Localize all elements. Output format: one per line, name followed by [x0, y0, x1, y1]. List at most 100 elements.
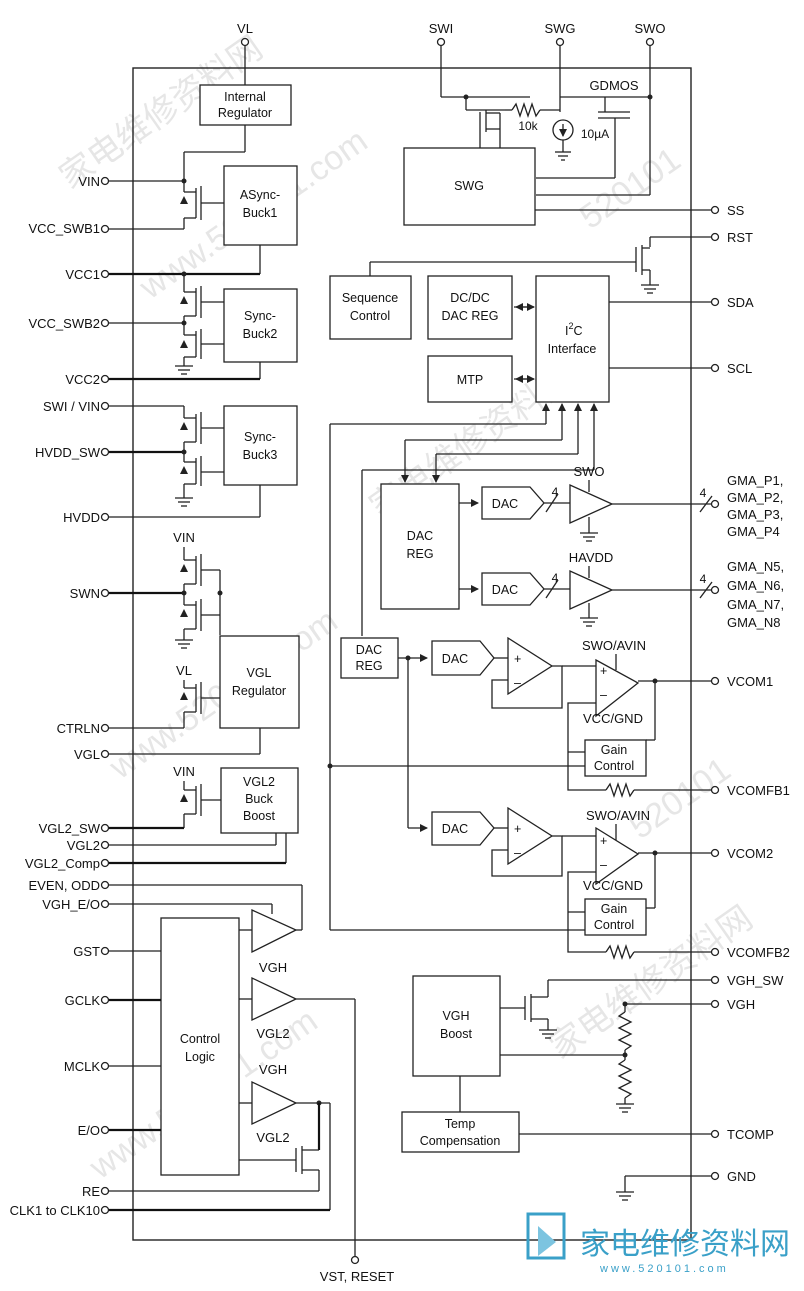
pin-label-hvdd-sw: HVDD_SW	[35, 445, 101, 460]
svg-text:+: +	[514, 822, 521, 836]
pin-label-vcomfb1: VCOMFB1	[727, 783, 790, 798]
pin-label-eo: E/O	[78, 1123, 100, 1138]
svg-text:–: –	[600, 688, 607, 702]
pin-label-gma-p3: GMA_P3,	[727, 507, 783, 522]
pin-label-gst: GST	[73, 944, 100, 959]
swn-section: VIN SWN	[70, 530, 223, 649]
pin-label-gma-n5: GMA_N5,	[727, 559, 784, 574]
svg-text:DAC: DAC	[492, 497, 518, 511]
vgl2-section: VIN VGL2 Buck Boost VGL2_SW VGL2 VGL2_Co…	[25, 764, 299, 871]
svg-text:VGH: VGH	[259, 1062, 287, 1077]
pin-label-gma-n6: GMA_N6,	[727, 578, 784, 593]
pin-label-vcomfb2: VCOMFB2	[727, 945, 790, 960]
pin-swi-vin	[100, 401, 110, 411]
pin-label-hvdd: HVDD	[63, 510, 100, 525]
svg-text:HAVDD: HAVDD	[569, 550, 614, 565]
svg-text:VCC/GND: VCC/GND	[583, 878, 643, 893]
pin-label-ctrln: CTRLN	[57, 721, 100, 736]
svg-text:Boost: Boost	[440, 1027, 472, 1041]
pin-hvdd	[100, 512, 110, 522]
svg-text:–: –	[514, 846, 521, 860]
svg-text:VIN: VIN	[173, 530, 195, 545]
pin-tcomp	[710, 1129, 720, 1139]
pin-label-vcc-swb2: VCC_SWB2	[28, 316, 100, 331]
svg-text:4: 4	[700, 572, 707, 586]
pin-scl	[710, 363, 720, 373]
svg-text:VGL2: VGL2	[256, 1130, 289, 1145]
pin-swi	[436, 37, 446, 47]
pin-eo	[100, 1125, 110, 1135]
current-10ua-label: 10µA	[581, 127, 609, 141]
svg-text:MTP: MTP	[457, 373, 483, 387]
svg-text:–: –	[600, 858, 607, 872]
pin-label-swg: SWG	[544, 21, 575, 36]
pin-gma-n	[710, 585, 720, 595]
top-pins: VL SWI SWG SWO	[237, 21, 666, 196]
svg-text:SWO/AVIN: SWO/AVIN	[582, 638, 646, 653]
svg-text:REG: REG	[406, 547, 433, 561]
pin-vin	[100, 176, 110, 186]
pin-label-vl: VL	[237, 21, 253, 36]
svg-text:Temp: Temp	[445, 1117, 476, 1131]
svg-text:Regulator: Regulator	[218, 106, 272, 120]
svg-text:Buck2: Buck2	[243, 327, 278, 341]
pin-vcc-swb2	[100, 318, 110, 328]
pin-label-mclk: MCLK	[64, 1059, 100, 1074]
pin-label-scl: SCL	[727, 361, 752, 376]
svg-text:VGL: VGL	[246, 666, 271, 680]
pin-gclk	[100, 995, 110, 1005]
svg-text:VGH: VGH	[259, 960, 287, 975]
svg-text:SWG: SWG	[454, 179, 484, 193]
gamma-section: DAC REG DAC 4 SWO 4 GMA_P1, GMA_P2, GMA_…	[380, 464, 784, 630]
svg-text:4: 4	[552, 571, 559, 585]
svg-text:VIN: VIN	[173, 764, 195, 779]
right-pins-top: SS RST	[369, 203, 753, 294]
control-logic-section: EVEN, ODD VGH_E/O Control Logic GST VGH …	[10, 878, 356, 1256]
buck3-section: SWI / VIN HVDD_SW Sync- Buck3 HVDD	[35, 399, 298, 525]
pin-swg	[555, 37, 565, 47]
pin-label-gma-p1: GMA_P1,	[727, 473, 783, 488]
svg-text:+: +	[514, 652, 521, 666]
pin-vgl2-sw	[100, 823, 110, 833]
site-logo: 家电维修资料网 www.520101.com	[526, 1212, 790, 1275]
pin-label-vgh-sw: VGH_SW	[727, 973, 784, 988]
svg-text:SWO: SWO	[573, 464, 604, 479]
pin-label-swn: SWN	[70, 586, 100, 601]
svg-text:Boost: Boost	[243, 809, 275, 823]
pin-vgl	[100, 749, 110, 759]
pin-label-swi-vin: SWI / VIN	[43, 399, 100, 414]
internal-regulator-block: Internal Regulator	[199, 84, 292, 126]
svg-text:Sync-: Sync-	[244, 309, 276, 323]
pin-rst	[710, 232, 720, 242]
pin-label-vcc-swb1: VCC_SWB1	[28, 221, 100, 236]
pin-mclk	[100, 1061, 110, 1071]
pin-vcc1	[100, 269, 110, 279]
svg-text:SWO/AVIN: SWO/AVIN	[586, 808, 650, 823]
svg-text:Sync-: Sync-	[244, 430, 276, 444]
pin-label-vcom1: VCOM1	[727, 674, 773, 689]
svg-text:DAC REG: DAC REG	[442, 309, 499, 323]
svg-text:+: +	[600, 834, 607, 848]
pin-label-gma-p2: GMA_P2,	[727, 490, 783, 505]
vcom-section: DAC REG DAC + – + – SWO/AVIN VCC/GND VCO…	[327, 636, 790, 961]
svg-text:Regulator: Regulator	[232, 684, 286, 698]
pin-label-gnd: GND	[727, 1169, 756, 1184]
svg-text:Compensation: Compensation	[420, 1134, 501, 1148]
pin-swn	[100, 588, 110, 598]
pin-label-vst-reset: VST, RESET	[320, 1269, 394, 1284]
svg-text:VGL2: VGL2	[256, 1026, 289, 1041]
pin-label-vin: VIN	[78, 174, 100, 189]
pin-gst	[100, 946, 110, 956]
pin-vgh	[710, 999, 720, 1009]
pin-gnd	[710, 1171, 720, 1181]
pin-vl	[240, 37, 250, 47]
pin-label-rst: RST	[727, 230, 753, 245]
svg-text:Control: Control	[594, 918, 634, 932]
pin-vgh-sw	[710, 975, 720, 985]
pin-label-clk: CLK1 to CLK10	[10, 1203, 100, 1218]
pin-label-ss: SS	[727, 203, 745, 218]
pin-label-re: RE	[82, 1184, 100, 1199]
svg-text:Buck: Buck	[245, 792, 274, 806]
pin-vcc2	[100, 374, 110, 384]
pin-label-gclk: GCLK	[65, 993, 101, 1008]
